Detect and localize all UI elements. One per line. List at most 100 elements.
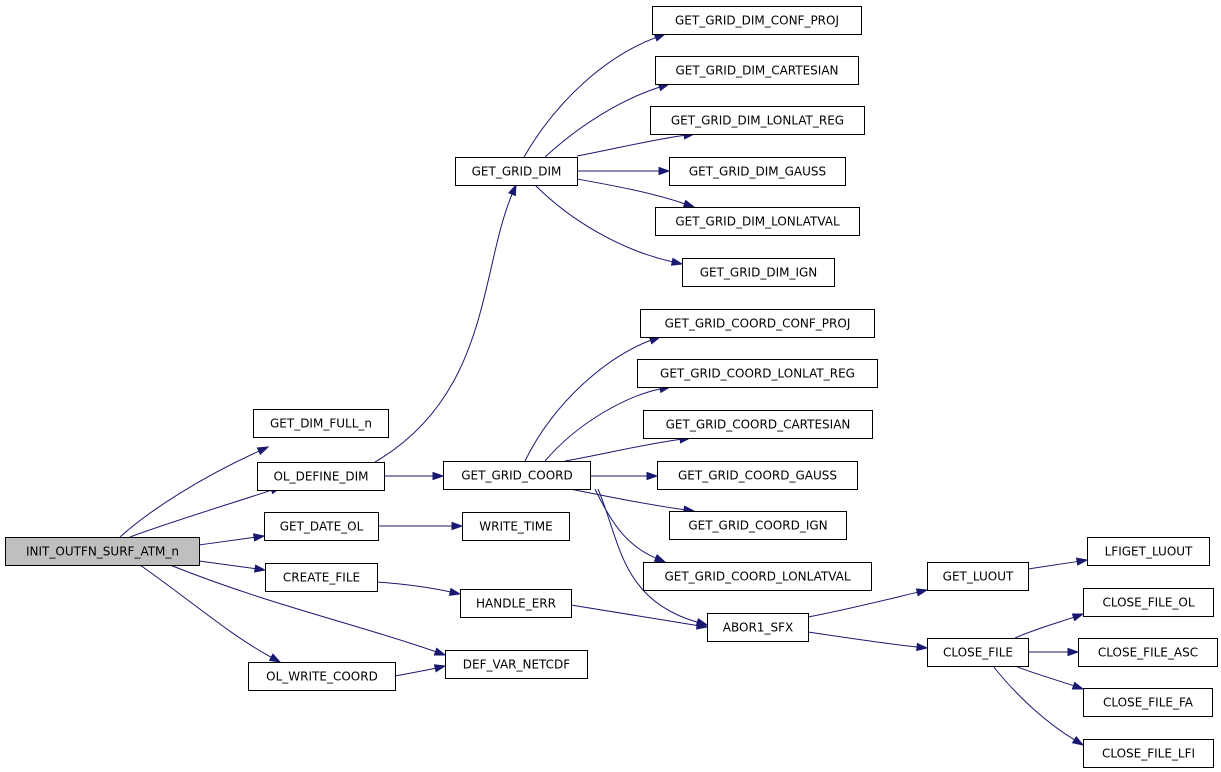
- node-get-grid-dim[interactable]: GET_GRID_DIM: [455, 157, 578, 186]
- node-write-time[interactable]: WRITE_TIME: [462, 512, 570, 541]
- node-label: CLOSE_FILE_FA: [1103, 696, 1194, 710]
- node-label: CLOSE_FILE_ASC: [1098, 646, 1198, 660]
- edge-get-grid-dim-to-get-grid-dim-gauss: [576, 166, 671, 176]
- node-box: [643, 410, 873, 439]
- node-label: GET_LUOUT: [943, 570, 1014, 584]
- node-get-grid-coord[interactable]: GET_GRID_COORD: [443, 461, 591, 490]
- node-close-file-lfi[interactable]: CLOSE_FILE_LFI: [1083, 739, 1214, 768]
- node-get-luout[interactable]: GET_LUOUT: [927, 562, 1029, 591]
- node-abor1-sfx[interactable]: ABOR1_SFX: [707, 613, 809, 642]
- node-get-grid-coord-lonlatval[interactable]: GET_GRID_COORD_LONLATVAL: [643, 562, 872, 591]
- arrowhead-icon: [695, 621, 709, 630]
- edges-layer: [119, 33, 1089, 746]
- node-get-grid-dim-conf-proj[interactable]: GET_GRID_DIM_CONF_PROJ: [652, 6, 862, 35]
- edge-get-luout-to-lfiget-luout: [1027, 557, 1089, 570]
- edge-init-outfn-surf-atm-n-to-get-dim-full-n: [119, 446, 270, 538]
- node-close-file-fa[interactable]: CLOSE_FILE_FA: [1083, 688, 1213, 717]
- node-def-var-netcdf[interactable]: DEF_VAR_NETCDF: [445, 650, 588, 679]
- arrowhead-icon: [256, 446, 270, 456]
- edge-abor1-sfx-to-close-file: [807, 631, 929, 652]
- edge-init-outfn-surf-atm-n-to-ol-define-dim: [129, 486, 283, 538]
- node-box: [927, 638, 1029, 667]
- edge-get-grid-dim-to-get-grid-dim-lonlat-reg: [576, 131, 696, 157]
- edge-line: [524, 339, 651, 462]
- node-box: [455, 157, 578, 186]
- node-box: [257, 462, 385, 491]
- node-label: HANDLE_ERR: [476, 597, 556, 611]
- node-box: [655, 56, 859, 85]
- node-label: DEF_VAR_NETCDF: [463, 658, 571, 672]
- node-label: CLOSE_FILE_LFI: [1102, 747, 1195, 761]
- node-create-file[interactable]: CREATE_FILE: [265, 563, 378, 592]
- node-close-file[interactable]: CLOSE_FILE: [927, 638, 1029, 667]
- edge-get-grid-coord-to-get-grid-coord-conf-proj: [524, 336, 662, 462]
- edge-close-file-to-close-file-asc: [1028, 647, 1080, 657]
- nodes-layer: INIT_OUTFN_SURF_ATM_n GET_DIM_FULL_nOL_DE…: [5, 6, 1218, 768]
- node-label: GET_GRID_DIM_GAUSS: [689, 165, 826, 179]
- edge-line: [523, 37, 656, 158]
- node-close-file-asc[interactable]: CLOSE_FILE_ASC: [1078, 638, 1218, 667]
- edge-line: [570, 604, 698, 626]
- node-box: [657, 461, 858, 490]
- node-box: [682, 258, 835, 287]
- node-get-dim-full-n[interactable]: GET_DIM_FULL_n: [253, 409, 389, 438]
- edge-line: [129, 489, 272, 538]
- node-get-grid-coord-ign[interactable]: GET_GRID_COORD_IGN: [669, 511, 847, 540]
- node-box: [669, 511, 847, 540]
- node-get-date-ol[interactable]: GET_DATE_OL: [264, 512, 379, 541]
- node-box: [1078, 638, 1218, 667]
- node-label: GET_GRID_DIM_CARTESIAN: [675, 64, 838, 78]
- edge-line: [992, 665, 1075, 741]
- arrowhead-icon: [253, 533, 266, 542]
- node-label: OL_WRITE_COORD: [266, 670, 378, 684]
- node-get-grid-coord-gauss[interactable]: GET_GRID_COORD_GAUSS: [657, 461, 858, 490]
- node-close-file-ol[interactable]: CLOSE_FILE_OL: [1083, 588, 1214, 617]
- edge-get-date-ol-to-write-time: [378, 521, 464, 531]
- arrowhead-icon: [1075, 557, 1089, 566]
- edge-init-outfn-surf-atm-n-to-def-var-netcdf: [169, 564, 447, 656]
- node-get-grid-dim-ign[interactable]: GET_GRID_DIM_IGN: [682, 258, 835, 287]
- arrowhead-icon: [682, 199, 696, 208]
- arrowhead-icon: [1071, 735, 1085, 746]
- node-get-grid-dim-gauss[interactable]: GET_GRID_DIM_GAUSS: [669, 157, 846, 186]
- node-ol-write-coord[interactable]: OL_WRITE_COORD: [248, 662, 396, 691]
- node-box: [652, 6, 862, 35]
- node-box: [1083, 739, 1214, 768]
- edge-line: [169, 564, 436, 653]
- node-box: [650, 106, 865, 135]
- node-get-grid-coord-conf-proj[interactable]: GET_GRID_COORD_CONF_PROJ: [640, 309, 875, 338]
- arrowhead-icon: [432, 471, 445, 481]
- edge-ol-define-dim-to-get-grid-dim: [374, 183, 517, 463]
- edge-line: [569, 488, 685, 511]
- arrowhead-icon: [268, 653, 282, 663]
- node-init-outfn-surf-atm-n[interactable]: INIT_OUTFN_SURF_ATM_n: [5, 537, 200, 566]
- node-box: [445, 650, 588, 679]
- arrowhead-icon: [653, 554, 667, 563]
- node-get-grid-dim-cartesian[interactable]: GET_GRID_DIM_CARTESIAN: [655, 56, 859, 85]
- node-lfiget-luout[interactable]: LFIGET_LUOUT: [1087, 537, 1210, 566]
- node-handle-err[interactable]: HANDLE_ERR: [460, 589, 572, 618]
- node-label: GET_GRID_COORD_IGN: [688, 519, 827, 533]
- node-box: [248, 662, 396, 691]
- edge-line: [1014, 665, 1074, 687]
- node-label: GET_GRID_COORD_CARTESIAN: [666, 418, 851, 432]
- node-get-grid-coord-lonlat-reg[interactable]: GET_GRID_COORD_LONLAT_REG: [637, 359, 878, 388]
- edge-line: [576, 134, 685, 157]
- node-box: [1083, 588, 1214, 617]
- node-label: OL_DEFINE_DIM: [273, 470, 368, 484]
- node-ol-define-dim[interactable]: OL_DEFINE_DIM: [257, 462, 385, 491]
- edge-line: [1027, 561, 1078, 570]
- node-get-grid-dim-lonlat-reg[interactable]: GET_GRID_DIM_LONLAT_REG: [650, 106, 865, 135]
- edge-line: [139, 564, 272, 658]
- node-box: [5, 537, 200, 566]
- edge-init-outfn-surf-atm-n-to-ol-write-coord: [139, 564, 282, 663]
- node-label: GET_GRID_COORD_LONLATVAL: [664, 570, 850, 584]
- arrowhead-icon: [433, 664, 447, 673]
- node-box: [1087, 537, 1210, 566]
- node-box: [927, 562, 1029, 591]
- node-get-grid-dim-lonlatval[interactable]: GET_GRID_DIM_LONLATVAL: [655, 207, 860, 236]
- arrowhead-icon: [508, 183, 517, 197]
- node-get-grid-coord-cartesian[interactable]: GET_GRID_COORD_CARTESIAN: [643, 410, 873, 439]
- node-label: GET_GRID_DIM_LONLATVAL: [675, 215, 840, 229]
